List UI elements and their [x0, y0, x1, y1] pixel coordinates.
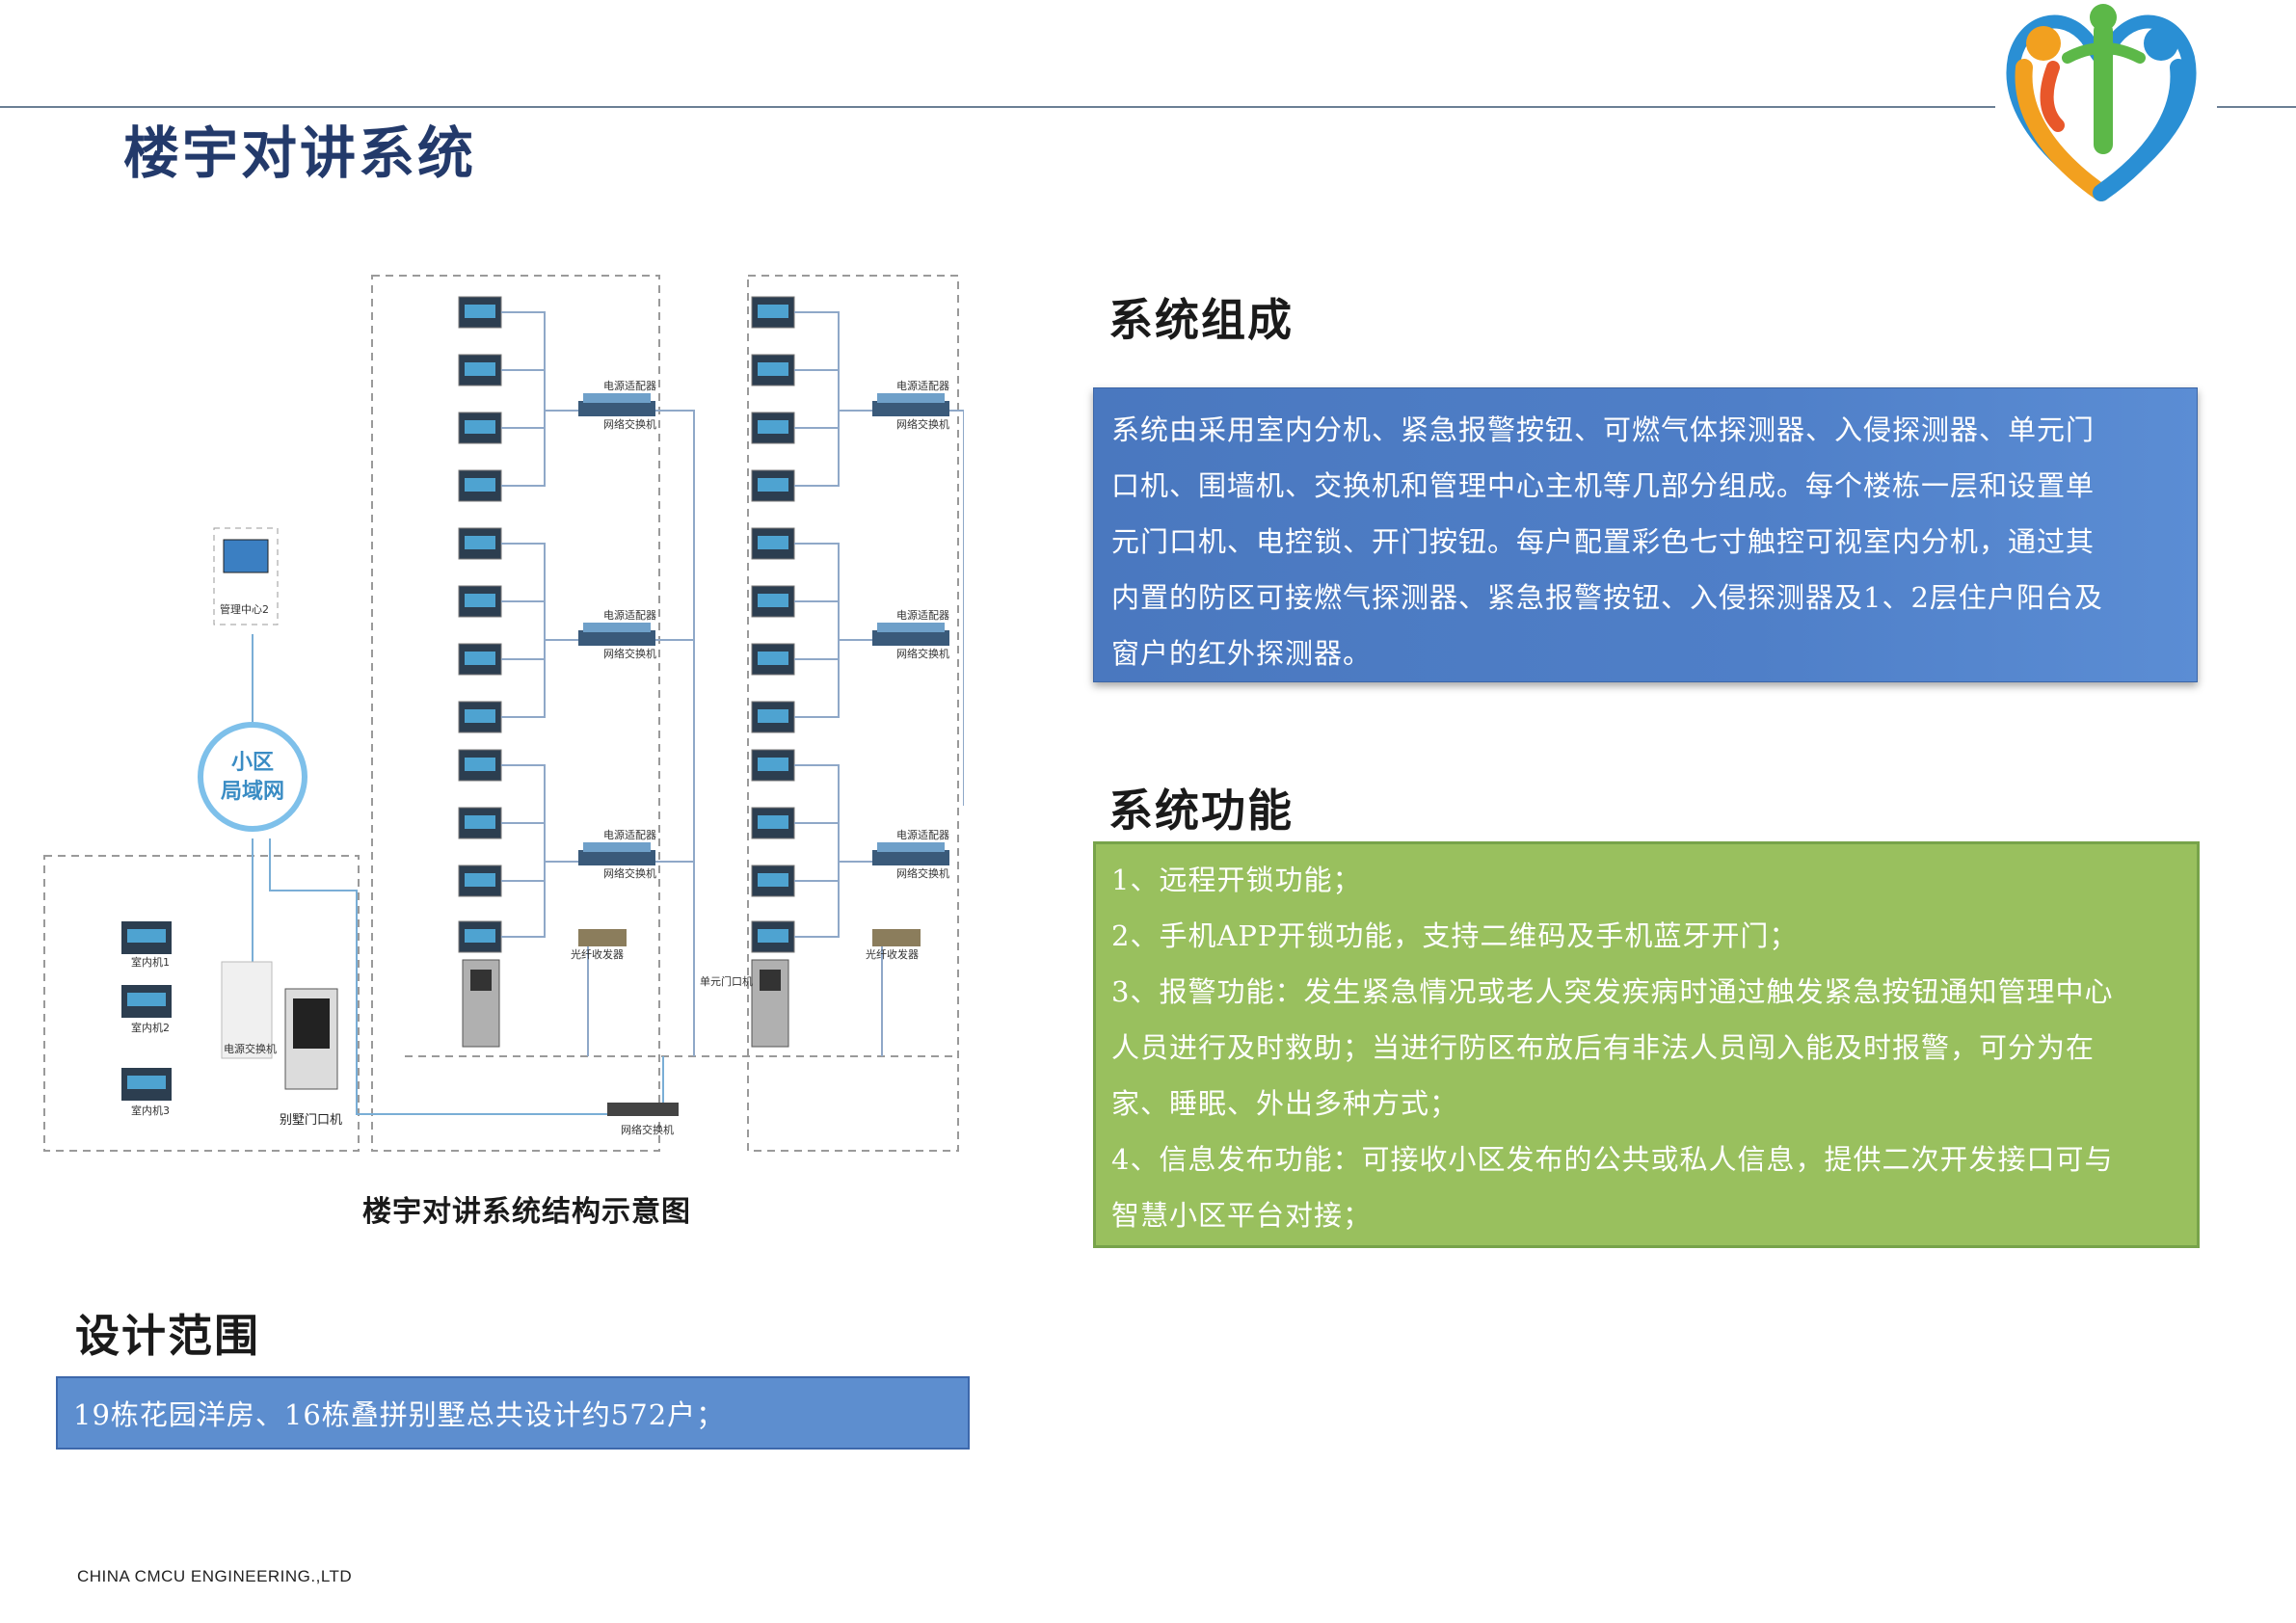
- net-switch-label-3: 网络交换机: [603, 866, 656, 880]
- composition-line: 系统由采用室内分机、紧急报警按钮、可燃气体探测器、入侵探测器、单元门: [1111, 413, 2096, 446]
- building-b-units: [751, 296, 964, 1056]
- composition-line: 元门口机、电控锁、开门按钮。每户配置彩色七寸触控可视室内分机，通过其: [1111, 525, 2096, 558]
- diagram-caption: 楼宇对讲系统结构示意图: [362, 1195, 691, 1229]
- function-line: 4、信息发布功能：可接收小区发布的公共或私人信息，提供二次开发接口可与: [1111, 1143, 2114, 1176]
- scope-heading: 设计范围: [75, 1310, 260, 1362]
- function-line: 3、报警功能：发生紧急情况或老人突发疾病时通过触发紧急按钮通知管理中心: [1111, 975, 2114, 1008]
- page-title: 楼宇对讲系统: [123, 120, 477, 186]
- monitor-icon: [223, 539, 269, 573]
- composition-line: 内置的防区可接燃气探测器、紧急报警按钮、入侵探测器及1、2层住户阳台及: [1111, 581, 2103, 614]
- functions-box: 1、远程开锁功能； 2、手机APP开锁功能，支持二维码及手机蓝牙开门； 3、报警…: [1093, 841, 2200, 1248]
- footer-company: CHINA CMCU ENGINEERING.,LTD: [77, 1567, 353, 1585]
- net-switch-label-5: 网络交换机: [896, 647, 949, 660]
- lan-label-1: 小区: [231, 751, 274, 775]
- power-dist-label-3: 电源适配器: [603, 828, 656, 841]
- function-line: 家、睡眠、外出多种方式；: [1111, 1087, 1459, 1120]
- function-line: 智慧小区平台对接；: [1111, 1199, 1373, 1232]
- unit-door-label: 单元门口机: [700, 974, 753, 988]
- scope-text: 19栋花园洋房、16栋叠拼别墅总共设计约572户；: [73, 1398, 726, 1431]
- power-dist-label-4: 电源适配器: [896, 379, 949, 392]
- fiber-label-1: 光纤收发器: [571, 947, 624, 961]
- intercom-structure-diagram: 管理中心2 电源适配器 网络交换机 电源适配器 网络交换机 电源适配器 网络交换…: [43, 275, 964, 1152]
- power-dist-label-5: 电源适配器: [896, 608, 949, 622]
- building-b-boundary: [747, 275, 959, 1152]
- composition-line: 口机、围墙机、交换机和管理中心主机等几部分组成。每个楼栋一层和设置单: [1111, 469, 2096, 502]
- management-center-label: 管理中心2: [220, 602, 269, 616]
- lan-label-2: 局域网: [221, 779, 284, 804]
- functions-heading: 系统功能: [1108, 785, 1294, 837]
- power-dist-label-2: 电源适配器: [603, 608, 656, 622]
- main-switch-label: 网络交换机: [621, 1123, 674, 1136]
- indoor1-label: 室内机1: [131, 955, 170, 969]
- net-switch-label-2: 网络交换机: [603, 647, 656, 660]
- function-line: 1、远程开锁功能；: [1111, 864, 1362, 896]
- composition-box: 系统由采用室内分机、紧急报警按钮、可燃气体探测器、入侵探测器、单元门 口机、围墙…: [1093, 387, 2198, 682]
- power-dist-label-1: 电源适配器: [603, 379, 656, 392]
- power-dist-label-6: 电源适配器: [896, 828, 949, 841]
- function-line: 人员进行及时救助；当进行防区布放后有非法人员闯入能及时报警，可分为在: [1111, 1031, 2096, 1064]
- lan-circle: [198, 722, 307, 832]
- building-a-units: [458, 296, 695, 1056]
- fiber-label-2: 光纤收发器: [866, 947, 919, 961]
- composition-line: 窗户的红外探测器。: [1111, 637, 1373, 670]
- indoor3-label: 室内机3: [131, 1104, 170, 1117]
- net-switch-label-1: 网络交换机: [603, 417, 656, 431]
- villa-door-label: 别墅门口机: [280, 1113, 342, 1128]
- header-rule-right: [2217, 106, 2296, 108]
- net-switch-label-4: 网络交换机: [896, 417, 949, 431]
- indoor2-label: 室内机2: [131, 1021, 170, 1034]
- scope-box: 19栋花园洋房、16栋叠拼别墅总共设计约572户；: [56, 1376, 970, 1450]
- people-heart-logo-icon: [2006, 4, 2197, 201]
- header-rule: [0, 106, 1995, 108]
- power-switch-label: 电源交换机: [224, 1042, 277, 1055]
- composition-heading: 系统组成: [1108, 294, 1294, 346]
- net-switch-label-6: 网络交换机: [896, 866, 949, 880]
- function-line: 2、手机APP开锁功能，支持二维码及手机蓝牙开门；: [1111, 919, 1799, 952]
- villa-boundary: [43, 855, 360, 1152]
